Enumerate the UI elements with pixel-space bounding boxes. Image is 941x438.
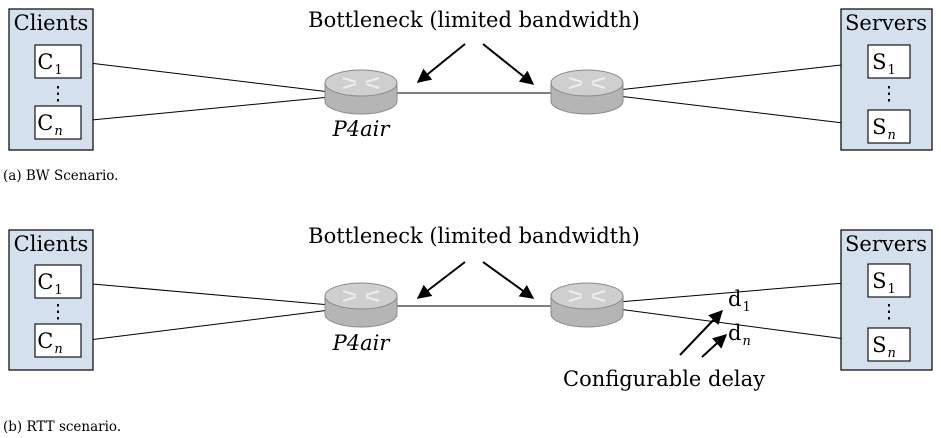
clients-dots: ⋮	[49, 83, 68, 105]
link-cn-router	[80, 96, 331, 122]
servers-dots: ⋮	[880, 301, 899, 323]
server-1-base: S	[872, 50, 886, 74]
servers-label: Servers	[845, 11, 927, 35]
client-node-n	[34, 323, 82, 358]
link-c1-router	[80, 282, 331, 306]
client-node-1	[34, 264, 82, 299]
client-n-base: C	[37, 329, 53, 353]
delay-1-base: d	[728, 287, 741, 311]
client-node-n	[34, 105, 82, 140]
server-node-1	[867, 263, 911, 298]
caption-b: (b) RTT scenario.	[3, 419, 121, 435]
client-1-base: C	[37, 270, 53, 294]
servers-label: Servers	[845, 232, 927, 256]
link-router-s1	[617, 61, 869, 91]
configurable-delay-label: Configurable delay	[563, 367, 765, 391]
client-node-1-label: C1	[37, 50, 62, 78]
client-n-sub: n	[54, 124, 62, 139]
servers-dots: ⋮	[880, 83, 899, 105]
p4air-label: P4air	[332, 117, 392, 141]
server-1-base: S	[872, 269, 886, 293]
client-n-base: C	[37, 111, 53, 135]
server-n-sub: n	[888, 128, 896, 143]
arrow-icon	[701, 334, 728, 358]
router-icon	[549, 68, 625, 116]
clients-label: Clients	[14, 11, 89, 35]
server-n-base: S	[872, 115, 886, 139]
delay-1-sub: 1	[742, 300, 750, 315]
delay-n-base: d	[728, 321, 741, 345]
router-icon	[323, 68, 399, 116]
client-1-base: C	[37, 50, 53, 74]
server-node-n-label: Sn	[872, 115, 896, 143]
link-c1-router	[80, 61, 331, 93]
link-router-sn	[617, 95, 869, 127]
server-node-1	[867, 44, 911, 79]
client-node-n-label: Cn	[37, 329, 62, 357]
arrow-icon	[679, 309, 723, 356]
caption-a: (a) BW Scenario.	[3, 168, 118, 184]
server-1-sub: 1	[888, 282, 896, 297]
server-n-sub: n	[888, 346, 896, 361]
router-icon	[323, 281, 399, 329]
client-1-sub: 1	[54, 63, 62, 78]
delay-label-1: d1	[728, 287, 751, 315]
arrow-icon	[482, 43, 535, 85]
link-router-s1	[617, 280, 869, 303]
client-node-1-label: C1	[37, 270, 62, 298]
client-1-sub: 1	[54, 283, 62, 298]
bottleneck-label: Bottleneck (limited bandwidth)	[308, 224, 640, 248]
client-n-sub: n	[54, 342, 62, 357]
client-node-n-label: Cn	[37, 111, 62, 139]
link-router-sn	[617, 308, 869, 343]
arrow-icon	[416, 261, 466, 299]
arrow-icon	[416, 43, 466, 83]
panel-b: Clients C1 ⋮ Cn Servers S1 ⋮ Sn P4air Bo…	[3, 224, 933, 435]
server-node-n	[867, 327, 911, 362]
delay-n-sub: n	[742, 334, 750, 349]
arrow-icon	[482, 261, 535, 299]
link-cn-router	[80, 309, 331, 342]
panel-a: Clients C1 ⋮ Cn Servers S1 ⋮ Sn P4air Bo…	[3, 8, 933, 184]
server-node-1-label: S1	[872, 50, 896, 78]
server-n-base: S	[872, 333, 886, 357]
server-node-n	[867, 109, 911, 144]
server-node-1-label: S1	[872, 269, 896, 297]
clients-dots: ⋮	[49, 301, 68, 323]
server-1-sub: 1	[888, 63, 896, 78]
server-node-n-label: Sn	[872, 333, 896, 361]
clients-label: Clients	[14, 232, 89, 256]
router-icon	[549, 281, 625, 329]
client-node-1	[34, 44, 82, 79]
delay-label-n: dn	[728, 321, 751, 349]
bottleneck-label: Bottleneck (limited bandwidth)	[308, 8, 640, 32]
p4air-label: P4air	[332, 331, 392, 355]
